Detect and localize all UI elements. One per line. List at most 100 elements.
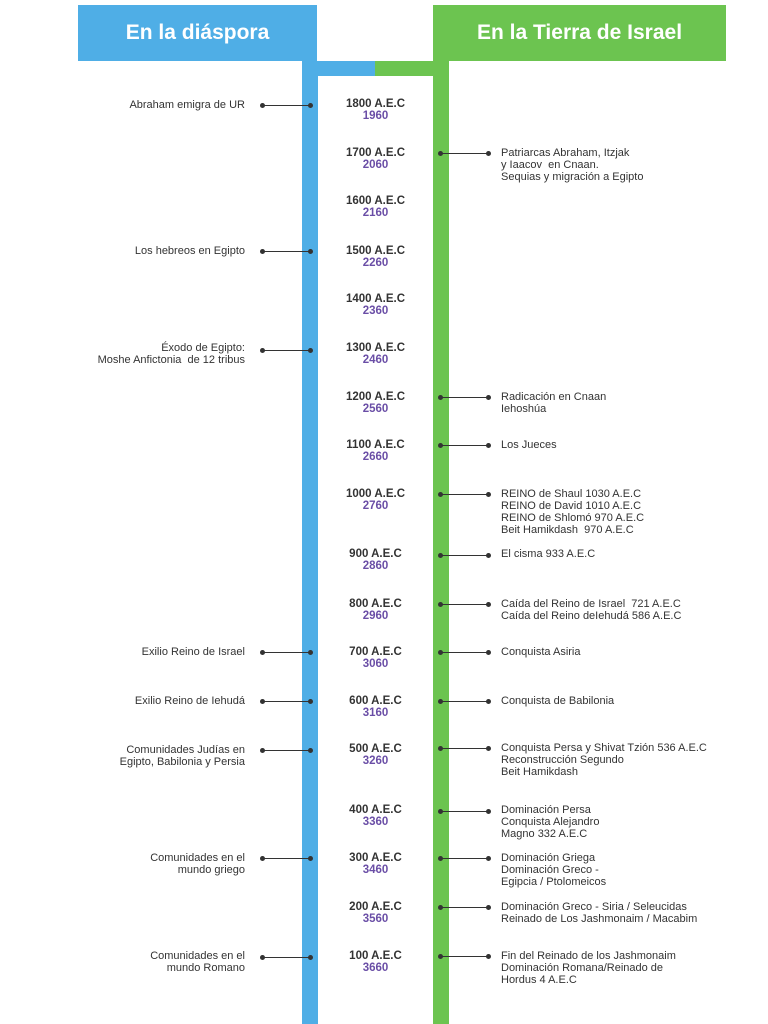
israel-timeline-bar	[433, 61, 449, 1024]
connector-dot	[438, 602, 443, 607]
connector-dot	[486, 746, 491, 751]
year-aec: 900 A.E.C	[349, 548, 402, 560]
connector-dot	[486, 954, 491, 959]
diaspora-event: Comunidades en el mundo griego	[150, 852, 245, 876]
year-aec: 1000 A.E.C	[345, 488, 406, 500]
year-hebrew: 2460	[362, 354, 389, 366]
year-hebrew: 2560	[362, 403, 389, 415]
diaspora-event: Comunidades en el mundo Romano	[150, 950, 245, 974]
connector-dot	[438, 905, 443, 910]
header-diaspora-title: En la diáspora	[125, 21, 270, 44]
connector-dot	[308, 249, 313, 254]
year-aec: 1500 A.E.C	[345, 245, 406, 257]
israel-event: Conquista Persa y Shivat Tzión 536 A.E.C…	[501, 742, 707, 778]
israel-connector-line	[440, 907, 488, 908]
connector-dot	[486, 650, 491, 655]
israel-event: Conquista de Babilonia	[501, 695, 615, 707]
israel-connector-line	[440, 811, 488, 812]
diaspora-connector-line	[262, 652, 310, 653]
connector-dot	[486, 553, 491, 558]
connector-dot	[438, 443, 443, 448]
connector-dot	[438, 699, 443, 704]
diaspora-connector-line	[262, 858, 310, 859]
israel-event: Radicación en Cnaan Iehoshúa	[501, 391, 607, 415]
connector-dot	[260, 103, 265, 108]
year-hebrew: 2960	[362, 610, 389, 622]
israel-event: Caída del Reino de Israel 721 A.E.C Caíd…	[501, 598, 682, 622]
israel-connector-line	[440, 445, 488, 446]
israel-event: Los Jueces	[501, 439, 557, 451]
israel-connector-line	[440, 858, 488, 859]
year-aec: 200 A.E.C	[349, 901, 402, 913]
connector-dot	[486, 856, 491, 861]
year-aec: 500 A.E.C	[349, 743, 402, 755]
year-hebrew: 3260	[362, 755, 389, 767]
year-aec: 300 A.E.C	[349, 852, 402, 864]
connector-dot	[308, 856, 313, 861]
diaspora-timeline-bar	[302, 61, 318, 1024]
year-hebrew: 2360	[362, 305, 389, 317]
year-hebrew: 2260	[362, 257, 389, 269]
year-aec: 1700 A.E.C	[345, 147, 406, 159]
connector-dot	[438, 492, 443, 497]
year-hebrew: 3660	[362, 962, 389, 974]
year-hebrew: 3560	[362, 913, 389, 925]
connector-dot	[486, 395, 491, 400]
israel-connector-line	[440, 397, 488, 398]
diaspora-event: Éxodo de Egipto: Moshe Anfictonia de 12 …	[97, 342, 245, 366]
year-hebrew: 1960	[362, 110, 389, 122]
year-hebrew: 2160	[362, 207, 389, 219]
connector-dot	[438, 650, 443, 655]
connector-dot	[486, 809, 491, 814]
year-aec: 400 A.E.C	[349, 804, 402, 816]
israel-connector-line	[440, 604, 488, 605]
israel-connector-line	[440, 555, 488, 556]
diaspora-event: Exilio Reino de Israel	[141, 646, 245, 658]
header-israel-title: En la Tierra de Israel	[476, 21, 683, 44]
connector-dot	[438, 746, 443, 751]
diaspora-event: Los hebreos en Egipto	[134, 245, 245, 257]
israel-event: Dominación Griega Dominación Greco - Egi…	[501, 852, 607, 888]
connector-dot	[486, 905, 491, 910]
year-hebrew: 3460	[362, 864, 389, 876]
connector-dot	[438, 553, 443, 558]
connector-dot	[438, 856, 443, 861]
diaspora-event: Abraham emigra de UR	[129, 99, 245, 111]
year-aec: 600 A.E.C	[349, 695, 402, 707]
connector-dot	[486, 492, 491, 497]
connector-dot	[308, 348, 313, 353]
header-israel: En la Tierra de Israel	[433, 5, 726, 61]
connector-dot	[260, 699, 265, 704]
diaspora-connector-line	[262, 350, 310, 351]
israel-event: El cisma 933 A.E.C	[501, 548, 596, 560]
diaspora-event: Comunidades Judías en Egipto, Babilonia …	[119, 744, 245, 768]
israel-connector-line	[440, 956, 488, 957]
year-hebrew: 3360	[362, 816, 389, 828]
connector-dot	[260, 856, 265, 861]
connector-dot	[438, 954, 443, 959]
year-hebrew: 2060	[362, 159, 389, 171]
connector-dot	[308, 748, 313, 753]
diaspora-connector-line	[262, 701, 310, 702]
year-aec: 1300 A.E.C	[345, 342, 406, 354]
year-aec: 1400 A.E.C	[345, 293, 406, 305]
connector-dot	[260, 348, 265, 353]
year-hebrew: 2760	[362, 500, 389, 512]
connector-dot	[308, 103, 313, 108]
israel-event: REINO de Shaul 1030 A.E.C REINO de David…	[501, 488, 645, 536]
israel-event: Patriarcas Abraham, Itzjak y Iaacov en C…	[501, 147, 644, 183]
connector-dot	[438, 151, 443, 156]
diaspora-connector-line	[262, 251, 310, 252]
